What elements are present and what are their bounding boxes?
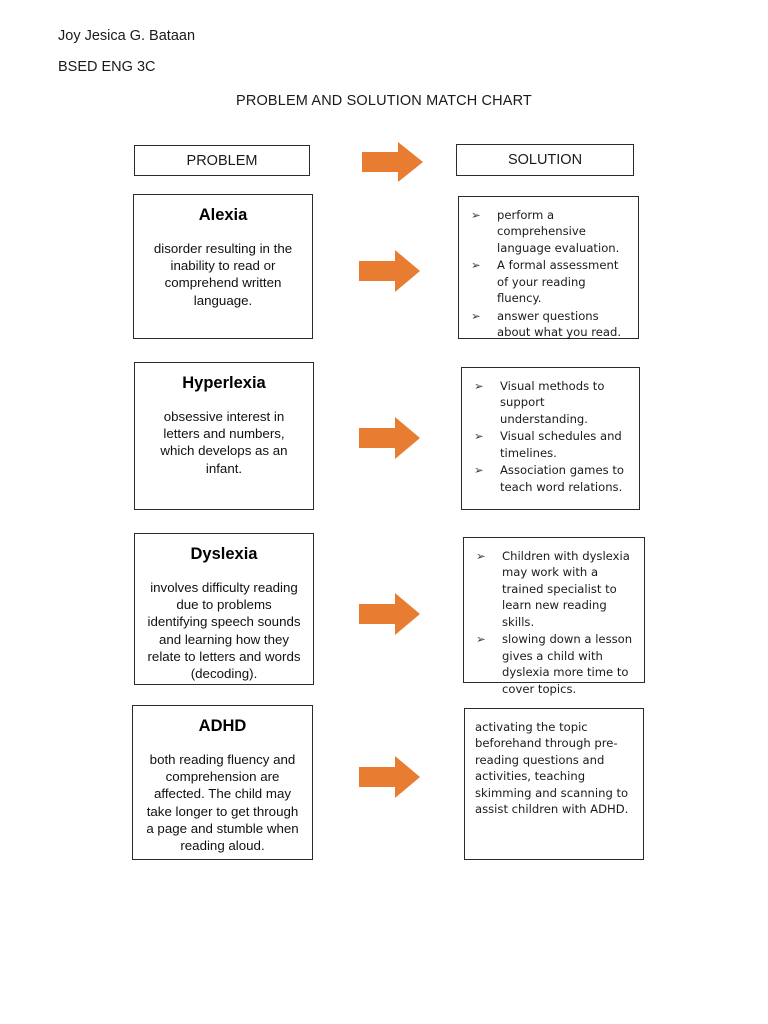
problem-box: ADHD both reading fluency and comprehens…: [132, 705, 313, 860]
right-arrow-icon: [359, 755, 421, 799]
bullet-arrow-icon: ➢: [471, 208, 481, 222]
column-header-problem: PROBLEM: [134, 145, 310, 176]
list-item-text: activating the topic beforehand through …: [475, 720, 629, 817]
problem-box: Alexia disorder resulting in the inabili…: [133, 194, 313, 339]
list-item: ➢ Visual schedules and timelines.: [472, 428, 631, 461]
solution-box: ➢ perform a comprehensive language evalu…: [458, 196, 639, 339]
solution-list: ➢ perform a comprehensive language evalu…: [469, 207, 630, 341]
problem-box: Hyperlexia obsessive interest in letters…: [134, 362, 314, 510]
right-arrow-icon: [359, 249, 421, 293]
right-arrow-icon: [362, 141, 424, 183]
list-item-text: slowing down a lesson gives a child with…: [502, 632, 633, 696]
column-header-solution-label: SOLUTION: [507, 152, 583, 168]
author-course: BSED ENG 3C: [58, 59, 156, 75]
list-item: ➢ slowing down a lesson gives a child wi…: [474, 631, 636, 697]
problem-term: Dyslexia: [190, 545, 258, 563]
solution-list: ➢ Children with dyslexia may work with a…: [474, 548, 636, 697]
bullet-arrow-icon: ➢: [471, 258, 481, 273]
list-item-text: Visual methods to support understanding.: [500, 379, 605, 426]
problem-description: involves difficulty reading due to probl…: [147, 579, 301, 682]
bullet-arrow-icon: ➢: [474, 429, 484, 444]
problem-box: Dyslexia involves difficulty reading due…: [134, 533, 314, 685]
list-item-text: Association games to teach word relation…: [500, 463, 624, 494]
list-item-text: answer questions about what you read.: [497, 308, 622, 340]
problem-term: ADHD: [198, 717, 247, 735]
column-header-problem-label: PROBLEM: [186, 152, 258, 169]
right-arrow-icon: [359, 416, 421, 460]
list-item: ➢ perform a comprehensive language evalu…: [469, 207, 630, 256]
bullet-arrow-icon: ➢: [474, 463, 484, 478]
problem-term: Alexia: [198, 206, 248, 224]
page-title: PROBLEM AND SOLUTION MATCH CHART: [236, 93, 532, 109]
problem-description: obsessive interest in letters and number…: [160, 408, 288, 476]
author-name: Joy Jesica G. Bataan: [58, 28, 196, 44]
bullet-arrow-icon: ➢: [471, 308, 481, 323]
list-item-text: Visual schedules and timelines.: [500, 429, 622, 460]
solution-list: activating the topic beforehand through …: [475, 719, 635, 818]
problem-description: disorder resulting in the inability to r…: [153, 240, 293, 308]
bullet-arrow-icon: ➢: [476, 632, 486, 647]
column-header-solution: SOLUTION: [456, 144, 634, 176]
list-item-text: Children with dyslexia may work with a t…: [502, 549, 630, 629]
list-item: ➢ answer questions about what you read.: [469, 308, 630, 341]
list-item: ➢ A formal assessment of your reading fl…: [469, 257, 630, 306]
problem-term: Hyperlexia: [182, 374, 266, 392]
solution-box: ➢ Children with dyslexia may work with a…: [463, 537, 645, 696]
right-arrow-icon: [359, 592, 421, 636]
solution-box: ➢ Visual methods to support understandin…: [461, 367, 640, 510]
list-item: activating the topic beforehand through …: [475, 719, 635, 818]
list-item: ➢ Association games to teach word relati…: [472, 462, 631, 495]
problem-description: both reading fluency and comprehension a…: [146, 751, 299, 854]
list-item-text: A formal assessment of your reading flue…: [497, 258, 619, 306]
list-item: ➢ Children with dyslexia may work with a…: [474, 548, 636, 630]
list-item: ➢ Visual methods to support understandin…: [472, 378, 631, 427]
list-item-text: perform a comprehensive language evaluat…: [497, 208, 620, 255]
solution-box: activating the topic beforehand through …: [464, 708, 644, 860]
bullet-arrow-icon: ➢: [476, 549, 486, 563]
bullet-arrow-icon: ➢: [474, 379, 484, 393]
solution-list: ➢ Visual methods to support understandin…: [472, 378, 631, 495]
